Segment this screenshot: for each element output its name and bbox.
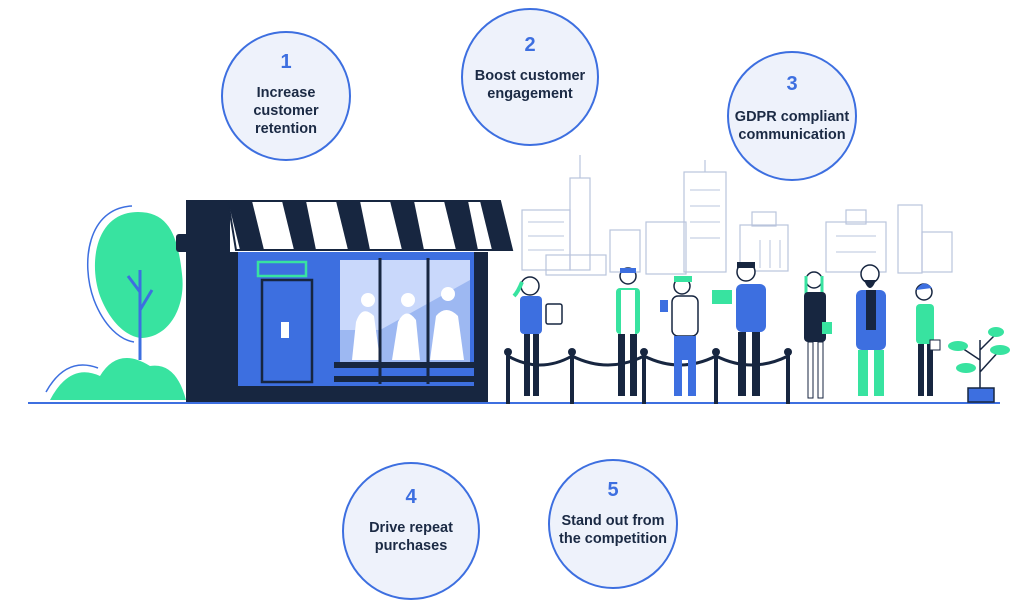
benefit-bubble-4: 4 Drive repeat purchases xyxy=(342,462,480,600)
storefront xyxy=(176,200,514,402)
city-skyline xyxy=(521,155,953,276)
queue-person-5 xyxy=(804,271,832,399)
potted-plant xyxy=(948,327,1010,403)
benefit-bubble-1: 1 Increase customer retention xyxy=(221,31,351,161)
benefit-label: GDPR compliant communication xyxy=(734,109,850,143)
benefit-bubble-5: 5 Stand out from the competition xyxy=(548,459,678,589)
benefit-number: 2 xyxy=(524,34,536,56)
benefit-label: Drive repeat purchases xyxy=(369,520,453,554)
benefit-number: 1 xyxy=(280,51,292,73)
benefit-label: Boost customer engagement xyxy=(474,68,586,102)
benefit-label: Increase customer retention xyxy=(253,85,319,137)
queue-person-4 xyxy=(712,262,766,396)
tree xyxy=(45,205,186,400)
queue-person-1 xyxy=(512,276,563,396)
benefit-number: 5 xyxy=(607,479,619,501)
benefit-bubble-3: 3 GDPR compliant communication xyxy=(727,51,857,181)
queue-person-7 xyxy=(915,283,941,396)
queue-person-6 xyxy=(856,264,886,396)
benefit-number: 4 xyxy=(405,486,417,508)
benefit-bubble-2: 2 Boost customer engagement xyxy=(461,8,599,146)
benefit-number: 3 xyxy=(786,73,798,95)
benefit-label: Stand out from the competition xyxy=(559,513,667,547)
queue-rope-barrier xyxy=(504,348,792,404)
queue-person-2 xyxy=(616,267,640,396)
queue-person-3 xyxy=(660,276,699,396)
